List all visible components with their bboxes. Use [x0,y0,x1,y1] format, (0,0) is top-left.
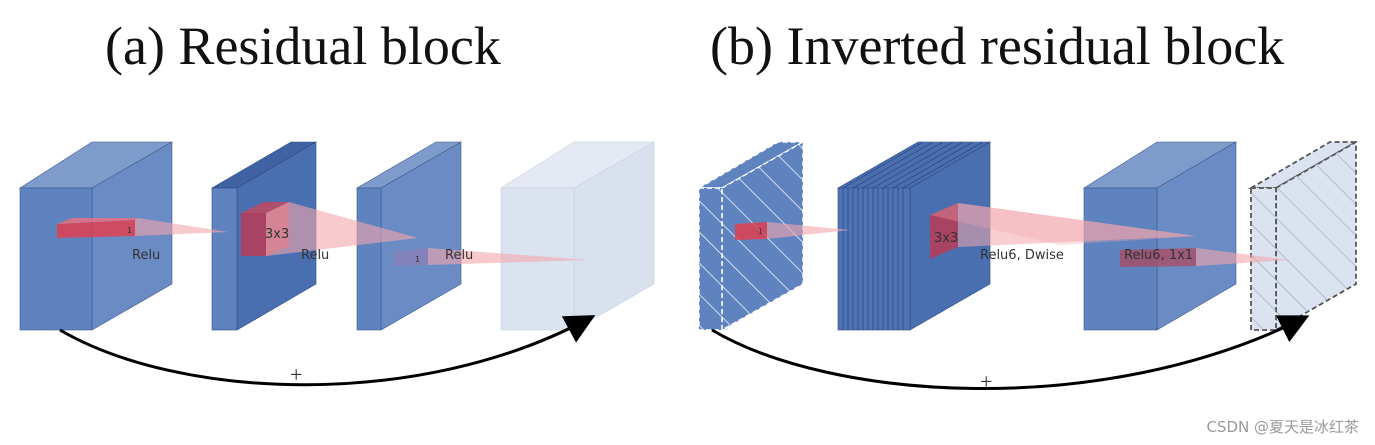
block-a4 [499,141,656,331]
kernel-b1-label: 1 [758,227,763,236]
act-b3-label: Relu6, 1x1 [1124,248,1193,263]
panel-a-title: (a) Residual block [105,16,501,76]
watermark: CSDN @夏天是冰红茶 [1206,418,1359,436]
kernel-a1-label: 1 [127,226,132,235]
panel-b-title: (b) Inverted residual block [710,16,1285,76]
kernel-a3-label: 1 [415,255,420,264]
kernel-a3 [394,248,590,266]
act-b2-label: Relu6, Dwise [980,248,1064,263]
kernel-b3 [1120,248,1290,267]
kernel-b2 [930,203,1196,259]
kernel-a1 [57,218,228,238]
skip-connection-a [59,315,596,387]
act-a1-label: Relu [132,248,160,263]
act-a2-label: Relu [301,248,329,263]
skip-plus-a: + [290,362,302,387]
skip-connection-b [711,315,1310,390]
kernel-a2-label: 3x3 [265,227,289,242]
skip-plus-b: + [980,369,992,394]
panel-b: 1 3x3 Relu6, Dwise Relu6, 1x1 + [696,140,1360,394]
kernel-b2-label: 3x3 [934,231,958,246]
kernel-a2 [241,202,418,256]
block-b4 [1247,140,1360,332]
act-a3-label: Relu [445,248,473,263]
block-a3 [355,141,463,331]
block-a2 [210,141,318,331]
panel-a: 1 Relu 3x3 Relu 1 Relu + [18,141,656,387]
kernel-b1 [735,222,850,240]
block-a1 [18,141,174,331]
